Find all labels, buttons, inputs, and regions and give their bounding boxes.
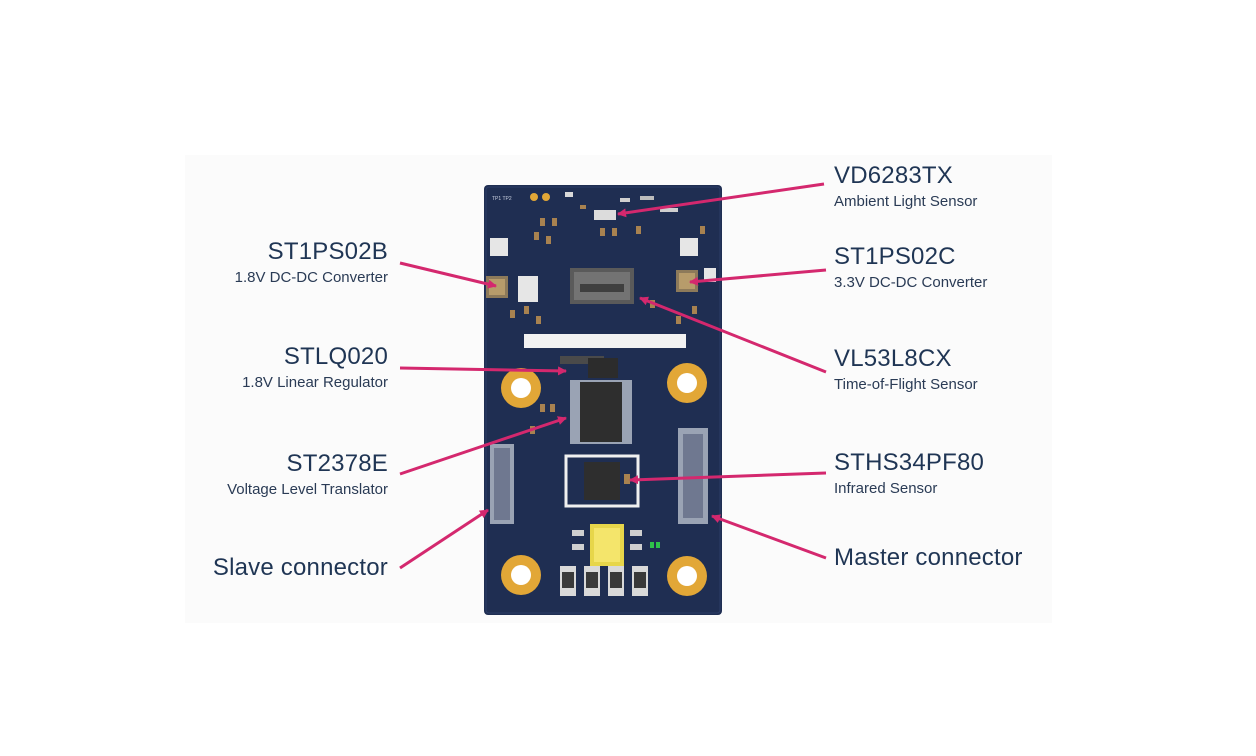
callout-vl53l8cx: VL53L8CX Time-of-Flight Sensor <box>834 345 978 393</box>
callout-master-connector: Master connector <box>834 546 1023 570</box>
inductor-right <box>680 238 698 256</box>
arrow-sths34pf80 <box>629 471 827 485</box>
part-description: 3.3V DC-DC Converter <box>834 274 988 291</box>
sths34pf80-chip <box>584 462 620 500</box>
callout-arrows <box>399 182 827 570</box>
part-number: Slave connector <box>212 554 388 581</box>
part-number: STLQ020 <box>283 343 388 370</box>
part-description: Ambient Light Sensor <box>834 193 978 210</box>
test-point <box>530 193 538 201</box>
part-number: VD6283TX <box>834 162 953 189</box>
arrow-st2378e <box>399 416 567 476</box>
callout-st2378e: ST2378E Voltage Level Translator <box>227 450 388 498</box>
part-number: Master connector <box>834 544 1023 571</box>
part-description: Infrared Sensor <box>834 480 938 497</box>
part-description: Time-of-Flight Sensor <box>834 376 978 393</box>
st2378e-chip <box>580 382 622 442</box>
callout-st1ps02c: ST1PS02C 3.3V DC-DC Converter <box>834 243 988 291</box>
vd6283tx-chip <box>594 210 616 220</box>
part-number: ST1PS02C <box>834 243 956 270</box>
arrow-st1ps02c <box>689 268 827 286</box>
callout-slave-connector: Slave connector <box>213 556 388 580</box>
arrow-slave <box>399 508 489 570</box>
arrow-vl53l8cx <box>639 296 827 374</box>
svg-text:TP1 TP2: TP1 TP2 <box>492 196 512 202</box>
part-number: VL53L8CX <box>834 345 952 372</box>
part-description: Voltage Level Translator <box>227 481 388 498</box>
callout-vd6283tx: VD6283TX Ambient Light Sensor <box>834 162 978 210</box>
stlq020-chip <box>560 356 604 364</box>
part-description: 1.8V Linear Regulator <box>242 374 388 391</box>
arrow-master <box>711 514 827 560</box>
arrow-st1ps02b <box>399 261 497 289</box>
callout-stlq020: STLQ020 1.8V Linear Regulator <box>242 343 388 391</box>
part-number: STHS34PF80 <box>834 449 985 476</box>
part-description: 1.8V DC-DC Converter <box>234 269 388 286</box>
callout-sths34pf80: STHS34PF80 Infrared Sensor <box>834 449 985 497</box>
callout-st1ps02b: ST1PS02B 1.8V DC-DC Converter <box>234 238 388 286</box>
part-number: ST2378E <box>286 450 388 477</box>
arrow-vd6283tx <box>617 182 825 218</box>
part-number: ST1PS02B <box>267 238 388 265</box>
inductor-left <box>490 238 508 256</box>
test-point <box>542 193 550 201</box>
silkscreen-bar <box>524 334 686 348</box>
arrow-stlq020 <box>399 366 567 376</box>
